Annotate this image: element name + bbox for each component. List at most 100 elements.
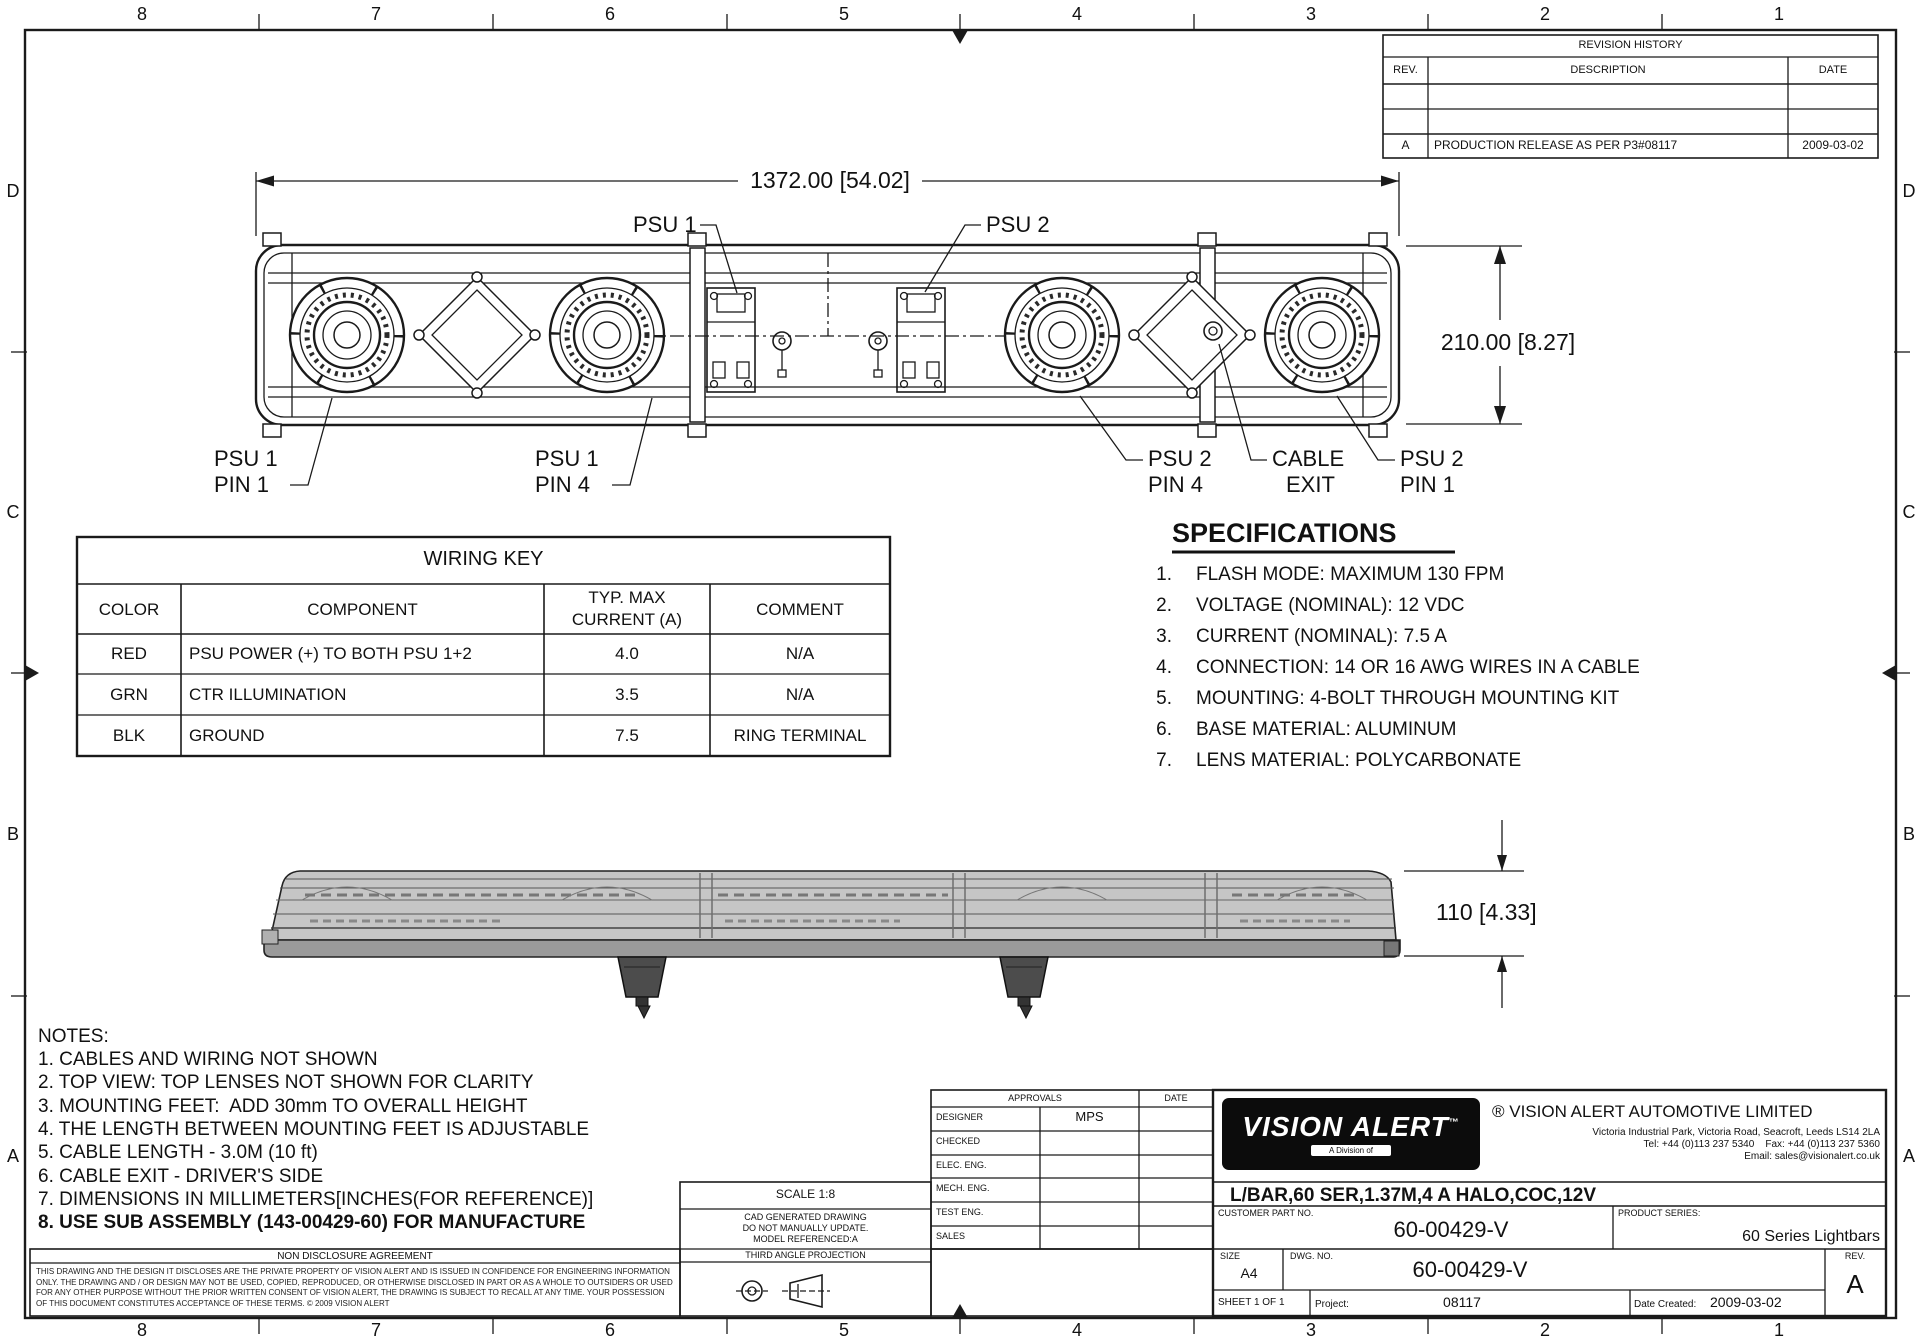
spec-item: BASE MATERIAL: ALUMINUM <box>1196 719 1457 740</box>
wiring-h-current-1: TYP. MAX <box>588 588 666 607</box>
note-item-bold: 8. USE SUB ASSEMBLY (143-00429-60) FOR M… <box>38 1212 586 1233</box>
spec-num: 2. <box>1156 595 1172 616</box>
psu1-pin4-l2: PIN 4 <box>535 472 590 497</box>
dim-height: 110 [4.33] <box>1404 820 1537 1008</box>
project-label: Project: <box>1315 1299 1349 1310</box>
wiring-h-component: COMPONENT <box>307 600 418 619</box>
zone-col-5-top: 5 <box>838 4 849 24</box>
spec-item: FLASH MODE: MAXIMUM 130 FPM <box>1196 564 1505 585</box>
dwg-no-label: DWG. NO. <box>1290 1251 1333 1261</box>
zone-col-5-bottom: 5 <box>838 1320 849 1340</box>
zone-row-b-right: B <box>1902 824 1915 844</box>
spec-num: 4. <box>1156 657 1172 678</box>
callouts: PSU 1 PSU 2 PSU 1 PIN 1 PSU 1 PIN 4 PSU … <box>214 212 1464 497</box>
approval-row-elec-eng: ELEC. ENG. <box>936 1160 987 1170</box>
spec-item: CURRENT (NOMINAL): 7.5 A <box>1196 626 1447 647</box>
zone-col-7-bottom: 7 <box>370 1320 381 1340</box>
zone-row-c-left: C <box>6 502 20 522</box>
company-name: ® VISION ALERT AUTOMOTIVE LIMITED <box>1492 1102 1813 1121</box>
customer-part-number: 60-00429-V <box>1393 1217 1509 1242</box>
wiring-row-current: 4.0 <box>615 644 639 663</box>
revision-row-rev: A <box>1401 138 1410 152</box>
cable-exit-l1: CABLE <box>1272 446 1344 471</box>
side-view-drawing <box>261 870 1401 1019</box>
psu1-pin1-l1: PSU 1 <box>214 446 278 471</box>
wiring-row-color: BLK <box>112 726 146 745</box>
zone-col-7-top: 7 <box>370 4 381 24</box>
note-item: 5. CABLE LENGTH - 3.0M (10 ft) <box>38 1142 318 1163</box>
spec-title: SPECIFICATIONS <box>1172 518 1397 548</box>
cad-note-3: MODEL REFERENCED:A <box>753 1234 858 1244</box>
spec-item: MOUNTING: 4-BOLT THROUGH MOUNTING KIT <box>1196 688 1620 709</box>
sheet-label: SHEET 1 OF 1 <box>1218 1297 1285 1308</box>
wiring-table-grid <box>75 535 892 758</box>
centering-marks <box>11 14 1910 1334</box>
drawing-title: L/BAR,60 SER,1.37M,4 A HALO,COC,12V <box>1229 1185 1597 1206</box>
top-view-drawing <box>254 232 1401 438</box>
title-block-grid <box>29 1088 1888 1318</box>
third-angle-projection-icon <box>736 1273 830 1309</box>
wiring-h-current-2: CURRENT (A) <box>571 610 683 629</box>
svg-text:PIN 4: PIN 4 <box>535 472 590 497</box>
wiring-row-component: GROUND <box>189 726 265 745</box>
svg-text:EXIT: EXIT <box>1286 472 1335 497</box>
psu2-pin1-l2: PIN 1 <box>1400 472 1455 497</box>
notes-title: NOTES: <box>38 1026 109 1047</box>
wiring-row-comment: N/A <box>785 685 815 704</box>
zone-row-d-left: D <box>6 181 20 201</box>
psu2-pin4-l2: PIN 4 <box>1148 472 1203 497</box>
zone-row-c-right: C <box>1902 502 1916 522</box>
wiring-row-color: GRN <box>110 685 148 704</box>
svg-text:PSU 2: PSU 2 <box>1400 446 1464 471</box>
wiring-h-color: COLOR <box>98 600 160 619</box>
approvals-date-header: DATE <box>1164 1093 1188 1103</box>
zone-col-1-bottom: 1 <box>1773 1320 1784 1340</box>
spec-item: LENS MATERIAL: POLYCARBONATE <box>1196 750 1522 771</box>
cable-gland <box>1203 321 1223 341</box>
cad-note-1: CAD GENERATED DRAWING <box>744 1212 867 1222</box>
nda-title: NON DISCLOSURE AGREEMENT <box>277 1251 433 1262</box>
project-value: 08117 <box>1443 1294 1481 1310</box>
spec-num: 7. <box>1156 750 1172 771</box>
svg-text:PIN 1: PIN 1 <box>1400 472 1455 497</box>
dwg-no-value: 60-00429-V <box>1412 1257 1528 1282</box>
revision-table-grid <box>1382 34 1879 159</box>
zone-col-4-top: 4 <box>1071 4 1082 24</box>
spec-num: 3. <box>1156 626 1172 647</box>
dim-length-label: 1372.00 [54.02] <box>750 167 910 193</box>
company-phone: Tel: +44 (0)113 237 5340 Fax: +44 (0)113… <box>1643 1139 1880 1150</box>
dim-width: 210.00 [8.27] <box>1406 245 1575 425</box>
company-address: Victoria Industrial Park, Victoria Road,… <box>1592 1127 1880 1138</box>
rev-label: REV. <box>1844 1251 1866 1261</box>
logo-tagline: A Division of <box>1310 1144 1392 1156</box>
product-series-value: 60 Series Lightbars <box>1742 1228 1880 1245</box>
svg-text:PSU 2: PSU 2 <box>1148 446 1212 471</box>
psu2-callout: PSU 2 <box>986 212 1050 237</box>
psu2-pin4-l1: PSU 2 <box>1148 446 1212 471</box>
svg-text:PSU 1: PSU 1 <box>535 446 599 471</box>
note-item: 2. TOP VIEW: TOP LENSES NOT SHOWN FOR CL… <box>38 1072 534 1093</box>
spec-item: VOLTAGE (NOMINAL): 12 VDC <box>1196 595 1465 616</box>
dim-width-label: 210.00 [8.27] <box>1441 329 1575 355</box>
svg-text:CABLE: CABLE <box>1272 446 1344 471</box>
dim-length: 1372.00 [54.02] <box>255 167 1400 236</box>
date-created-value: 2009-03-02 <box>1710 1294 1782 1310</box>
approval-row-test-eng: TEST ENG. <box>936 1207 984 1217</box>
rev-value: A <box>1846 1269 1864 1299</box>
psu1-pin1-l2: PIN 1 <box>214 472 269 497</box>
dim-height-label: 110 [4.33] <box>1436 899 1537 925</box>
cad-note-2: DO NOT MANUALLY UPDATE. <box>742 1223 869 1233</box>
company-email: Email: sales@visionalert.co.uk <box>1744 1151 1880 1162</box>
note-item: 4. THE LENGTH BETWEEN MOUNTING FEET IS A… <box>38 1119 590 1140</box>
revision-col-date: DATE <box>1818 64 1848 76</box>
psu2-pin1-l1: PSU 2 <box>1400 446 1464 471</box>
zone-col-6-bottom: 6 <box>604 1320 615 1340</box>
wiring-row-color: RED <box>111 644 147 663</box>
zone-col-3-bottom: 3 <box>1305 1320 1316 1340</box>
note-item: 6. CABLE EXIT - DRIVER'S SIDE <box>38 1166 324 1187</box>
date-created-label: Date Created: <box>1634 1299 1697 1310</box>
psu1-callout: PSU 1 <box>633 212 697 237</box>
spec-num: 6. <box>1156 719 1172 740</box>
